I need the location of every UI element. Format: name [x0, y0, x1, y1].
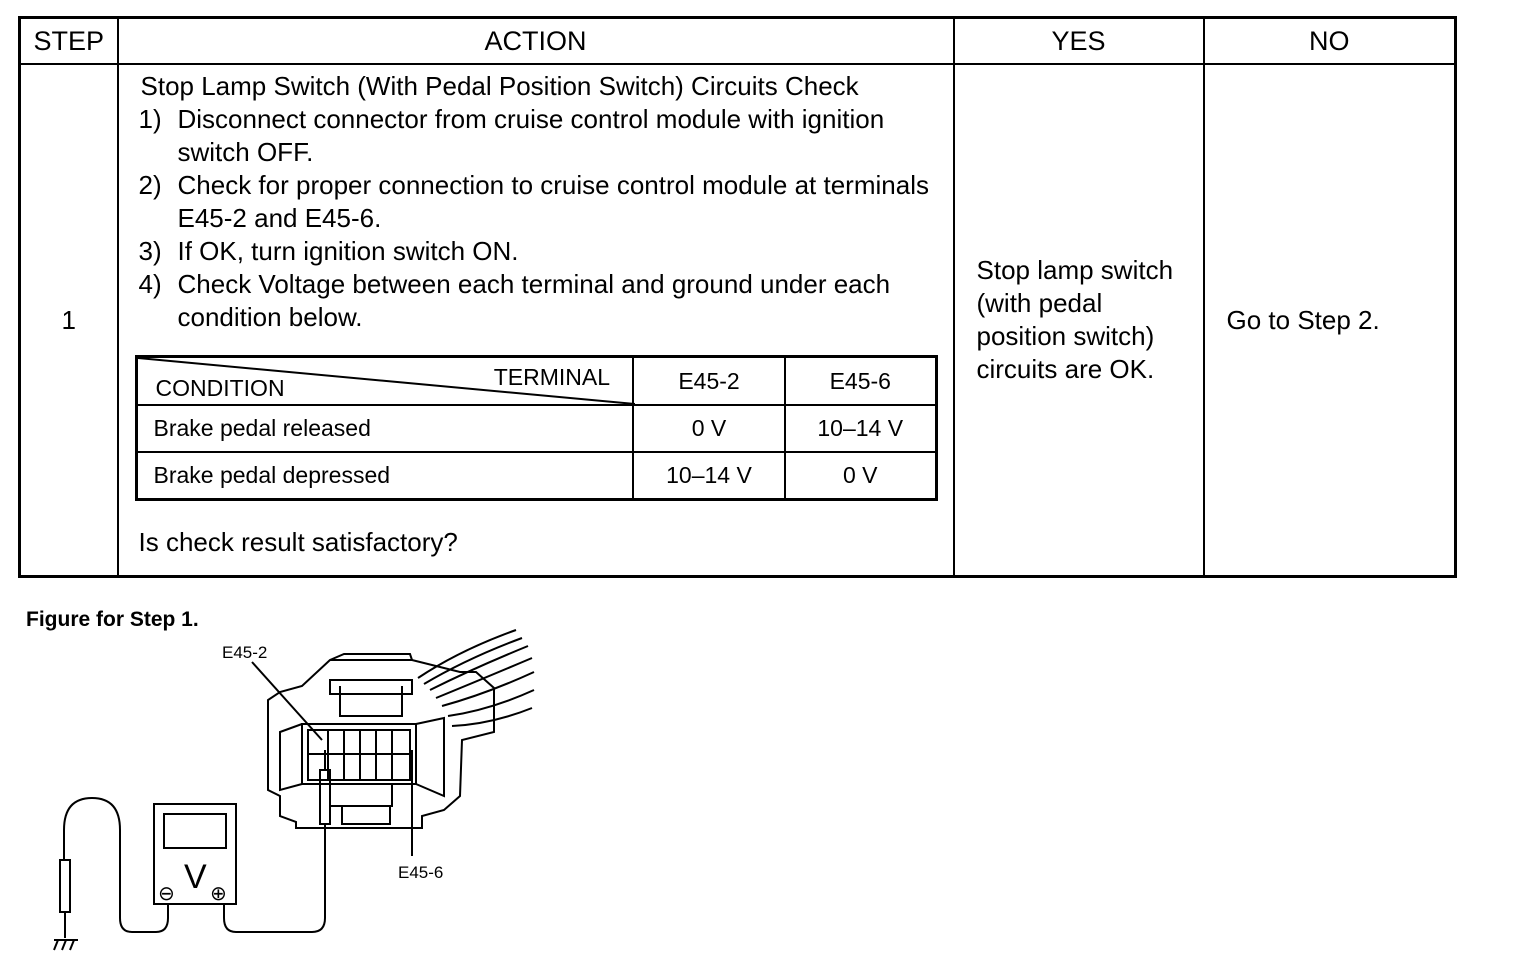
condition-table: CONDITION TERMINAL E45-2 E45-6 Brake ped…	[134, 355, 938, 501]
minus-icon: ⊖	[158, 881, 175, 905]
procedure-step: 4) Check Voltage between each terminal an…	[139, 268, 938, 334]
table-row: 1 Stop Lamp Switch (With Pedal Position …	[18, 63, 1457, 578]
leader-e45-2	[251, 661, 323, 741]
condition-label: CONDITION	[155, 375, 285, 401]
condition-released: Brake pedal released	[135, 404, 634, 453]
procedure-step: 2) Check for proper connection to cruise …	[139, 169, 938, 235]
header-action: ACTION	[116, 16, 955, 65]
step-text: Check for proper connection to cruise co…	[177, 170, 929, 233]
step-num: 1)	[138, 104, 162, 134]
step-number: 1	[18, 63, 119, 578]
step-text: Check Voltage between each terminal and …	[177, 269, 891, 332]
table-row: Brake pedal depressed 10–14 V 0 V	[135, 451, 937, 501]
label-e45-2: E45-2	[222, 643, 267, 662]
ground-lead	[63, 796, 169, 933]
label-e45-6: E45-6	[398, 863, 443, 882]
header-yes: YES	[952, 16, 1205, 65]
step-num: 2)	[138, 170, 162, 200]
ground-icon	[53, 939, 78, 951]
connector-body	[267, 653, 495, 829]
table-row: Brake pedal released 0 V 10–14 V	[135, 404, 937, 453]
terminal-grid	[307, 729, 411, 781]
action-title: Stop Lamp Switch (With Pedal Position Sw…	[140, 71, 859, 101]
step-num: 3)	[138, 236, 162, 266]
action-cell: Stop Lamp Switch (With Pedal Position Sw…	[116, 63, 955, 578]
step-text: If OK, turn ignition switch ON.	[177, 236, 519, 266]
diagonal-divider	[137, 358, 635, 404]
voltmeter	[153, 803, 237, 905]
value-cell: 0 V	[632, 404, 786, 453]
header-row: STEP ACTION YES NO	[18, 16, 1457, 65]
condition-terminal-header: CONDITION TERMINAL	[135, 355, 635, 406]
header-step: STEP	[18, 16, 119, 65]
procedure-step: 1) Disconnect connector from cruise contr…	[139, 103, 938, 169]
procedure-steps: 1) Disconnect connector from cruise contr…	[139, 103, 938, 334]
header-no: NO	[1202, 16, 1457, 65]
plus-icon: ⊕	[210, 881, 227, 905]
step-num: 4)	[138, 269, 162, 299]
condition-depressed: Brake pedal depressed	[135, 451, 634, 501]
terminal-label: TERMINAL	[493, 364, 610, 390]
wire-bundle	[417, 629, 535, 727]
column-e45-2: E45-2	[632, 355, 786, 406]
value-cell: 10–14 V	[784, 404, 937, 453]
value-cell: 10–14 V	[632, 451, 786, 501]
yes-result: Stop lamp switch (with pedal position sw…	[952, 63, 1205, 578]
condition-header-row: CONDITION TERMINAL E45-2 E45-6	[135, 355, 937, 406]
ground-probe	[59, 859, 71, 913]
procedure-step: 3) If OK, turn ignition switch ON.	[139, 235, 938, 268]
value-cell: 0 V	[784, 451, 937, 501]
column-e45-6: E45-6	[784, 355, 937, 406]
no-result: Go to Step 2.	[1202, 63, 1457, 578]
connector-figure: E45-2 E45-6 V ⊖ ⊕	[53, 629, 535, 951]
probe-wire	[223, 824, 326, 933]
diagnostic-table: STEP ACTION YES NO 1 Stop Lamp Switch (W…	[18, 16, 1457, 578]
figure-title: Figure for Step 1.	[26, 608, 199, 631]
step-text: Disconnect connector from cruise control…	[177, 104, 885, 167]
check-question: Is check result satisfactory?	[138, 527, 458, 557]
volt-symbol: V	[184, 858, 207, 896]
